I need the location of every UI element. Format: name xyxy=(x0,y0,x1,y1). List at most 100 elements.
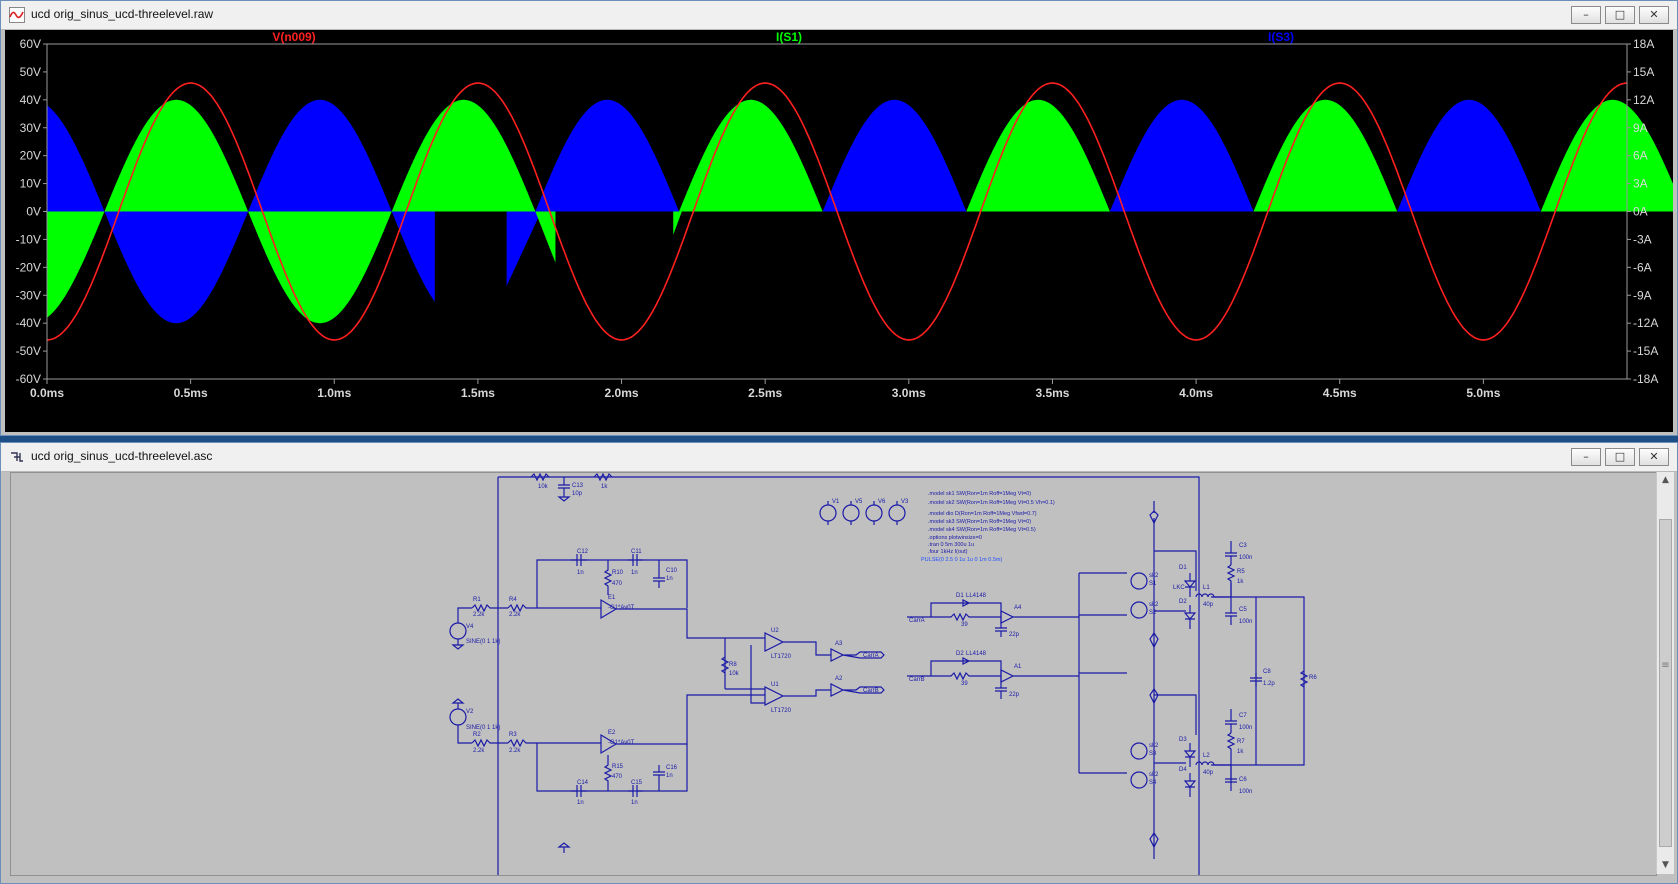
scroll-down-arrow[interactable]: ▼ xyxy=(1662,860,1669,870)
label-c8: C8 xyxy=(1263,669,1271,675)
switch-s3[interactable] xyxy=(1130,742,1148,760)
source-v4[interactable] xyxy=(449,622,467,640)
directive-6[interactable]: .options plotwinsize=0 xyxy=(928,535,982,541)
cap-c15[interactable] xyxy=(628,785,643,797)
label-r5-val: 1k xyxy=(1237,579,1244,585)
close-icon: ✕ xyxy=(1649,450,1659,463)
net-carr-b[interactable]: CarrB xyxy=(863,688,879,694)
inductor-l2[interactable] xyxy=(1195,761,1231,766)
schematic-minimize-button[interactable]: – xyxy=(1571,448,1601,466)
amp-e2[interactable] xyxy=(600,694,765,755)
resistor-r5[interactable] xyxy=(1226,564,1236,597)
cap-c12[interactable] xyxy=(571,554,587,566)
waveform-minimize-button[interactable]: – xyxy=(1571,6,1601,24)
cap-c16[interactable] xyxy=(653,765,665,791)
waveform-chart[interactable]: 60V50V40V30V20V10V0V-10V-20V-30V-40V-50V… xyxy=(5,30,1673,432)
source-v6[interactable] xyxy=(865,504,883,522)
cap-c6[interactable] xyxy=(1225,765,1237,791)
schematic-maximize-button[interactable]: □ xyxy=(1605,448,1635,466)
source-v5[interactable] xyxy=(842,504,860,522)
buffer-a2[interactable] xyxy=(830,683,885,697)
switch-s1[interactable] xyxy=(1130,572,1148,590)
resistor-r10[interactable] xyxy=(603,560,613,595)
waveform-close-button[interactable]: ✕ xyxy=(1639,6,1669,24)
schematic-titlebar[interactable]: ucd orig_sinus_ucd-threelevel.asc – □ ✕ xyxy=(1,443,1677,472)
cap-c14[interactable] xyxy=(571,785,587,797)
switch-s2[interactable] xyxy=(1130,601,1148,619)
resistor-r7[interactable] xyxy=(1226,732,1236,765)
label-c5-val: 100n xyxy=(1239,619,1252,625)
resistor-r6[interactable] xyxy=(1299,670,1309,688)
y-right-tick-label: -15A xyxy=(1633,344,1658,358)
resistor-r15[interactable] xyxy=(603,755,613,791)
schematic-canvas[interactable]: 10k C13 10p 1k C12 1n C11 1n C10 1n R10 … xyxy=(10,472,1657,876)
inductor-l1[interactable] xyxy=(1195,593,1231,598)
label-c11-val: 1n xyxy=(631,570,638,576)
legend-vn009[interactable]: V(n009) xyxy=(272,30,315,44)
directive-5[interactable]: .model sk4 SW(Ron=1m Roff=1Meg Vt=0.5) xyxy=(928,527,1036,533)
resistor-r1[interactable] xyxy=(471,603,508,613)
source-v1[interactable] xyxy=(819,504,837,522)
directive-3[interactable]: .model dio D(Ron=1m Roff=1Meg Vfwd=0.7) xyxy=(928,511,1037,517)
diode-d1[interactable] xyxy=(1183,573,1197,597)
resistor-top-1[interactable] xyxy=(530,472,550,482)
label-d3: D3 xyxy=(1179,737,1187,743)
legend-is1[interactable]: I(S1) xyxy=(776,30,802,44)
comparator-u2[interactable] xyxy=(725,632,831,656)
cap-c10[interactable] xyxy=(653,560,665,588)
scroll-thumb[interactable]: ≡ xyxy=(1659,519,1672,847)
buffer-a1[interactable] xyxy=(1000,669,1079,683)
series-is1-lobe xyxy=(104,99,249,212)
source-v3[interactable] xyxy=(888,504,906,522)
schematic-close-button[interactable]: ✕ xyxy=(1639,448,1669,466)
directive-1[interactable]: .model sk1 SW(Ron=1m Roff=1Meg Vt=0) xyxy=(928,491,1031,497)
buffer-a4[interactable] xyxy=(1000,610,1079,624)
label-d4: D4 xyxy=(1179,767,1187,773)
schematic-vertical-scrollbar[interactable]: ▲ ≡ ▼ xyxy=(1656,472,1674,874)
resistor-r4[interactable] xyxy=(507,603,601,613)
net-carr-b-in[interactable]: CarrB xyxy=(909,677,925,683)
label-c-dn: 22p xyxy=(1009,692,1020,698)
waveform-titlebar[interactable]: ucd orig_sinus_ucd-threelevel.raw – □ ✕ xyxy=(1,1,1677,30)
legend-is3[interactable]: I(S3) xyxy=(1268,30,1294,44)
comparator-u1[interactable] xyxy=(764,686,831,706)
flag-mid-1 xyxy=(1149,631,1159,649)
label-v4-val: SINE(0 1 1k) xyxy=(466,639,500,645)
cap-c11[interactable] xyxy=(628,554,643,566)
net-carr-a-in[interactable]: CarrA xyxy=(909,618,925,624)
cap-top[interactable] xyxy=(557,477,571,502)
label-v2: V2 xyxy=(466,709,474,715)
amp-e1[interactable] xyxy=(600,598,725,639)
cap-c8[interactable] xyxy=(1250,673,1262,687)
label-c14-val: 1n xyxy=(577,800,584,806)
series-is3-lobe xyxy=(535,99,679,212)
schematic-drawing[interactable]: 10k C13 10p 1k C12 1n C11 1n C10 1n R10 … xyxy=(11,472,1656,875)
wire-power-stage xyxy=(1078,501,1305,859)
label-c-up: 22p xyxy=(1009,632,1020,638)
label-r15-val: 470 xyxy=(612,774,623,780)
spice-directives[interactable]: .model sk1 SW(Ron=1m Roff=1Meg Vt=0) .mo… xyxy=(921,491,1055,563)
directive-pulse[interactable]: PULSE(0 2.5 0 1u 1u 0 1m 0.5m) xyxy=(921,557,1002,563)
switch-s4[interactable] xyxy=(1130,771,1148,789)
cap-c7[interactable] xyxy=(1225,709,1237,733)
buffer-a3[interactable] xyxy=(830,648,885,662)
directive-7[interactable]: .tran 0 5m 300u 1u xyxy=(928,542,974,548)
x-tick-label: 0.5ms xyxy=(174,386,208,400)
resistor-top-2[interactable] xyxy=(593,472,613,482)
source-v2[interactable] xyxy=(449,708,467,726)
directive-4[interactable]: .model sk3 SW(Ron=1m Roff=1Meg Vt=0) xyxy=(928,519,1031,525)
diode-d4[interactable] xyxy=(1183,773,1197,797)
waveform-maximize-button[interactable]: □ xyxy=(1605,6,1635,24)
resistor-r8[interactable] xyxy=(720,656,730,674)
cap-c3[interactable] xyxy=(1225,541,1237,565)
net-carr-a[interactable]: CarrA xyxy=(863,653,879,659)
cap-c5[interactable] xyxy=(1225,597,1237,625)
diode-d2[interactable] xyxy=(1183,605,1197,629)
diode-d3[interactable] xyxy=(1183,743,1197,767)
scroll-up-arrow[interactable]: ▲ xyxy=(1662,475,1669,485)
directive-8[interactable]: .four 1kHz I(out) xyxy=(928,549,968,555)
resistor-r3[interactable] xyxy=(507,738,601,748)
resistor-r2[interactable] xyxy=(471,738,508,748)
directive-2[interactable]: .model sk2 SW(Ron=1m Roff=1Meg Vt=0.5 Vh… xyxy=(928,500,1055,506)
